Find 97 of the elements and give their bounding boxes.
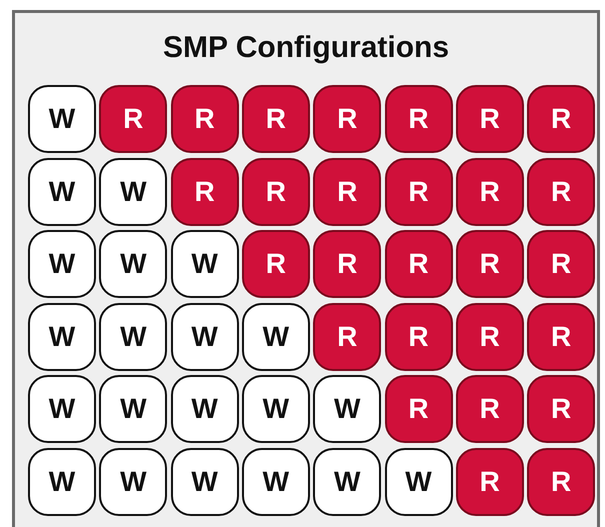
read-tile — [384, 302, 452, 370]
tile-label: R — [266, 248, 286, 280]
tile-label: R — [480, 320, 500, 352]
tile-label: R — [408, 248, 429, 280]
write-tile — [99, 448, 168, 516]
write-tile — [384, 448, 452, 516]
read-tile — [313, 230, 382, 298]
read-tile — [527, 302, 596, 370]
tile-label: R — [550, 320, 572, 352]
tile-label: R — [550, 466, 572, 498]
read-tile — [313, 158, 382, 226]
tile-label: W — [120, 393, 147, 425]
tile-label: W — [191, 248, 218, 280]
tile-label: R — [337, 103, 358, 135]
write-tile — [242, 375, 310, 443]
read-tile — [456, 448, 524, 516]
read-tile — [527, 230, 596, 298]
read-tile — [456, 375, 524, 443]
tile-label: W — [334, 466, 360, 498]
tile-label: R — [408, 176, 429, 208]
tile-label: R — [266, 176, 286, 208]
read-tile — [527, 158, 596, 226]
write-tile — [99, 158, 168, 226]
write-tile — [99, 375, 168, 443]
tile-label: W — [191, 393, 218, 425]
read-tile — [170, 158, 239, 226]
tile-label: R — [408, 393, 429, 425]
write-tile — [170, 375, 239, 443]
write-tile — [313, 375, 382, 443]
write-tile — [28, 448, 96, 516]
read-tile — [99, 85, 168, 153]
tile-label: W — [191, 320, 218, 352]
read-tile — [384, 85, 452, 153]
title: SMP Configurations — [162, 31, 450, 65]
write-tile — [99, 230, 168, 298]
tile-label: W — [48, 466, 76, 498]
tile-label: R — [480, 248, 500, 280]
read-tile — [456, 230, 524, 298]
tile-label: W — [262, 393, 290, 425]
tile-label: W — [120, 176, 147, 208]
write-tile — [170, 302, 239, 370]
tile-label: W — [120, 466, 147, 498]
write-tile — [313, 448, 382, 516]
tile-label: R — [480, 466, 500, 498]
read-tile — [384, 158, 452, 226]
read-tile — [456, 158, 524, 226]
tile-label: W — [48, 103, 76, 135]
tile-label: R — [550, 176, 572, 208]
tile-label: R — [550, 393, 572, 425]
read-tile — [384, 230, 452, 298]
tile-label: R — [337, 248, 358, 280]
tile-label: R — [194, 103, 215, 135]
read-tile — [170, 85, 239, 153]
tile-label: R — [266, 103, 286, 135]
read-tile — [527, 448, 596, 516]
tile-label: W — [262, 320, 290, 352]
write-tile — [242, 448, 310, 516]
write-tile — [28, 302, 96, 370]
tile-label: W — [405, 466, 432, 498]
tile-label: W — [48, 248, 76, 280]
tile-label: R — [480, 103, 500, 135]
tile-label: W — [48, 320, 76, 352]
tile-label: R — [550, 103, 572, 135]
read-tile — [456, 85, 524, 153]
tile-label: R — [408, 103, 429, 135]
tile-label: R — [337, 176, 358, 208]
write-tile — [242, 302, 310, 370]
read-tile — [456, 302, 524, 370]
write-tile — [28, 158, 96, 226]
tile-label: W — [120, 320, 147, 352]
tile-label: W — [191, 466, 218, 498]
read-tile — [242, 158, 310, 226]
read-tile — [384, 375, 452, 443]
read-tile — [242, 85, 310, 153]
tile-label: R — [408, 320, 429, 352]
read-tile — [242, 230, 310, 298]
tile-label: R — [480, 393, 500, 425]
tile-label: W — [334, 393, 360, 425]
tile-label: W — [48, 393, 76, 425]
tile-label: W — [262, 466, 290, 498]
write-tile — [170, 230, 239, 298]
tile-label: R — [550, 248, 572, 280]
tile-label: W — [120, 248, 147, 280]
tile-label: W — [48, 176, 76, 208]
write-tile — [99, 302, 168, 370]
read-tile — [527, 375, 596, 443]
write-tile — [28, 230, 96, 298]
read-tile — [313, 302, 382, 370]
read-tile — [313, 85, 382, 153]
write-tile — [28, 375, 96, 443]
tile-label: R — [194, 176, 215, 208]
tile-label: R — [123, 103, 144, 135]
write-tile — [28, 85, 96, 153]
tile-label: R — [480, 176, 500, 208]
write-tile — [170, 448, 239, 516]
tile-label: R — [337, 320, 358, 352]
read-tile — [527, 85, 596, 153]
